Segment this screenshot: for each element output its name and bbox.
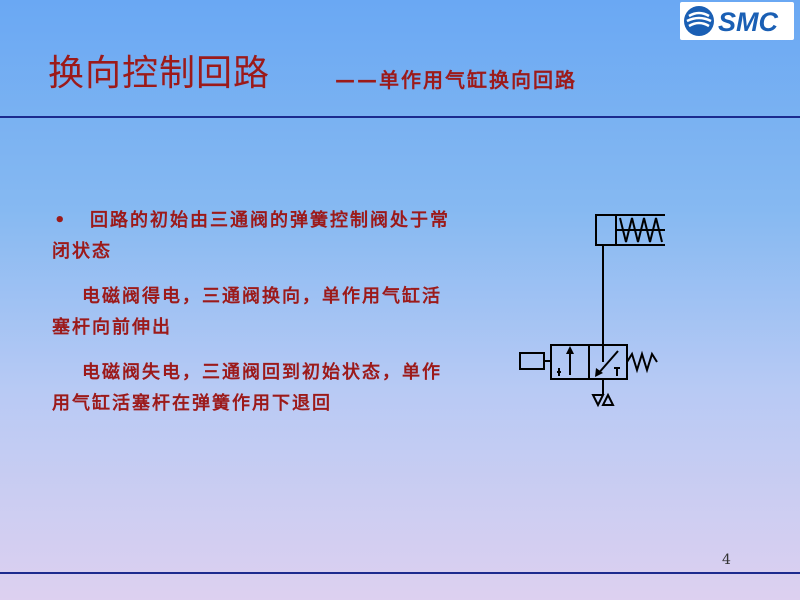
smc-logo: SMC	[680, 2, 794, 40]
page-subtitle: ——单作用气缸换向回路	[335, 68, 577, 92]
paragraph-energized-text: 电磁阀得电，三通阀换向，单作用气缸活塞杆向前伸出	[52, 286, 442, 338]
paragraph-deenergized-text: 电磁阀失电，三通阀回到初始状态，单作用气缸活塞杆在弹簧作用下退回	[52, 362, 442, 414]
body-text: •回路的初始由三通阀的弹簧控制阀处于常闭状态 电磁阀得电，三通阀换向，单作用气缸…	[52, 205, 452, 433]
cylinder-return-spring	[619, 217, 663, 243]
footer-divider	[0, 572, 800, 574]
page-number: 4	[722, 552, 731, 568]
paragraph-initial-state-text: 回路的初始由三通阀的弹簧控制阀处于常闭状态	[52, 210, 450, 262]
exhaust-symbol	[591, 394, 605, 408]
solenoid-coil	[519, 352, 545, 370]
three-way-valve	[519, 344, 658, 395]
pneumatic-circuit-diagram	[519, 214, 665, 408]
valve-return-spring	[626, 350, 658, 374]
valve-arrow-head-diagonal	[595, 368, 603, 377]
valve-flow-arrow-diagonal	[596, 350, 619, 376]
smc-logo-emblem	[684, 6, 714, 36]
bullet-marker: •	[54, 210, 68, 231]
paragraph-energized: 电磁阀得电，三通阀换向，单作用气缸活塞杆向前伸出	[52, 281, 452, 343]
valve-arrow-head-up	[566, 346, 574, 354]
single-acting-cylinder	[595, 214, 665, 246]
page-title: 换向控制回路	[48, 53, 271, 94]
paragraph-deenergized: 电磁阀失电，三通阀回到初始状态，单作用气缸活塞杆在弹簧作用下退回	[52, 357, 452, 419]
header-divider	[0, 116, 800, 118]
paragraph-initial-state: •回路的初始由三通阀的弹簧控制阀处于常闭状态	[52, 205, 452, 267]
pressure-source-symbol	[601, 392, 615, 406]
smc-logo-wordmark: SMC	[718, 7, 779, 37]
smc-logo-graphic: SMC	[684, 6, 779, 37]
